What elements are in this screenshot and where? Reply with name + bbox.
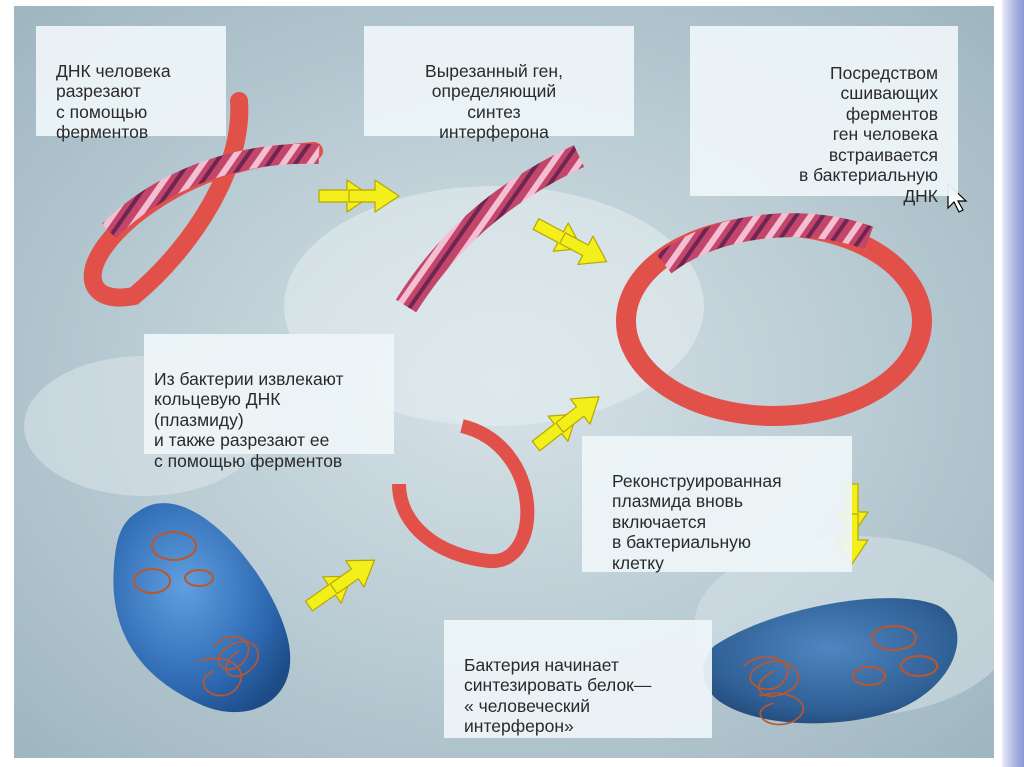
opened-plasmid — [392, 419, 535, 569]
caption-step6-text: Бактерия начинает синтезировать белок— «… — [464, 654, 652, 737]
caption-step2-text: Вырезанный ген, определяющий синтез инте… — [425, 60, 563, 143]
caption-step4-text: Из бактерии извлекают кольцевую ДНК (пла… — [154, 368, 344, 471]
human-dna-loop — [83, 92, 323, 307]
bacterium-right — [703, 598, 958, 726]
caption-step5-text: Реконструированная плазмида вновь включа… — [612, 470, 782, 573]
caption-step5: Реконструированная плазмида вновь включа… — [582, 436, 852, 573]
arrow-step4-to-step3 — [531, 396, 600, 452]
caption-step3: Посредством сшивающих ферментов ген чело… — [690, 26, 958, 206]
diagram-frame: ДНК человека разрезают с помощью фермент… — [14, 6, 994, 758]
caption-step6: Бактерия начинает синтезировать белок— «… — [444, 620, 712, 738]
caption-step2: Вырезанный ген, определяющий синтез инте… — [364, 26, 634, 142]
caption-step1: ДНК человека разрезают с помощью фермент… — [36, 26, 226, 142]
bacterium-left — [113, 503, 291, 713]
window-side-edge — [1002, 0, 1024, 767]
arrow-step2-to-step3 — [532, 218, 608, 266]
caption-step3-text: Посредством сшивающих ферментов ген чело… — [798, 62, 938, 206]
arrow-step1-to-step2 — [318, 179, 400, 213]
arrow-bacterium-to-plasmid — [304, 559, 376, 612]
caption-step1-text: ДНК человека разрезают с помощью фермент… — [56, 60, 171, 143]
cut-gene-fragment — [395, 145, 585, 313]
caption-step4: Из бактерии извлекают кольцевую ДНК (пла… — [144, 334, 394, 471]
recombinant-plasmid-ring — [616, 213, 932, 426]
